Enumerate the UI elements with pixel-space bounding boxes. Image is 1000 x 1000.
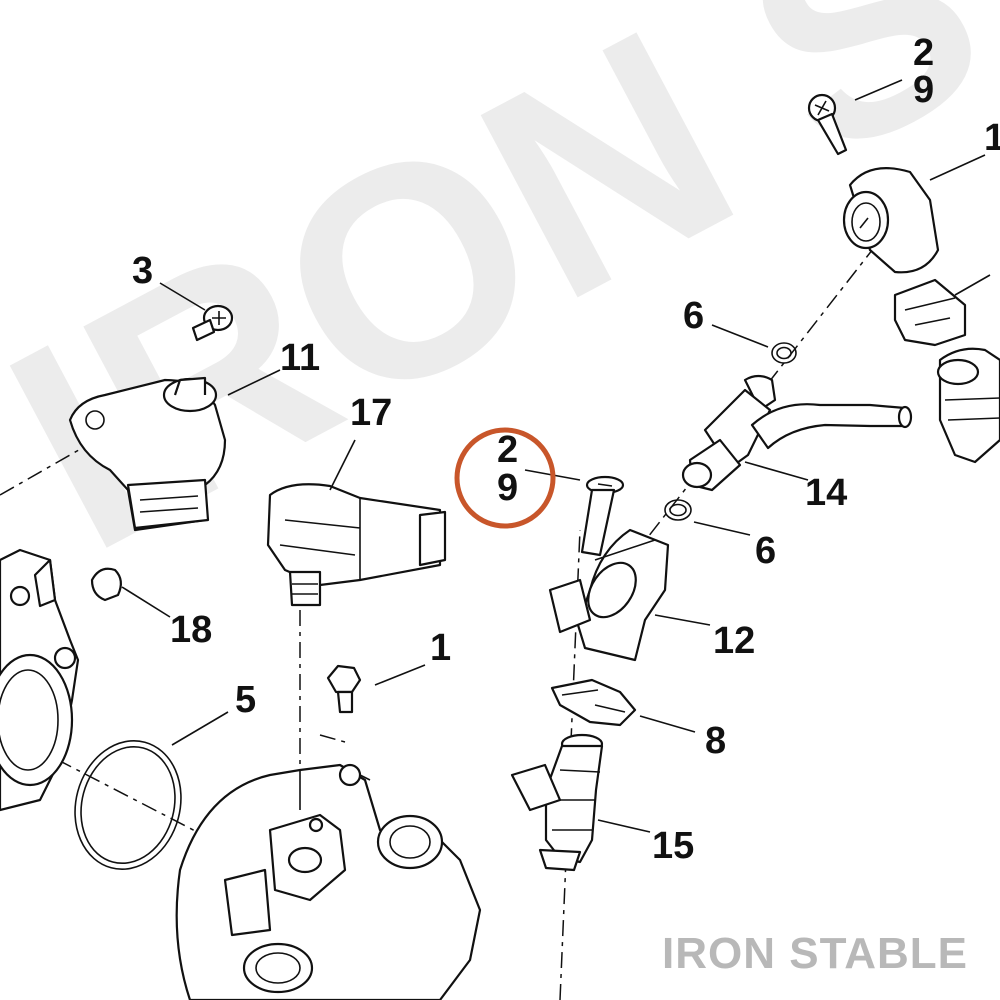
o-ring-6-lower xyxy=(664,499,692,521)
injector-cap-top-right xyxy=(842,167,940,274)
callout-9-top: 9 xyxy=(913,69,934,111)
clip-top-right xyxy=(893,278,967,347)
injector-cap-12 xyxy=(548,528,670,662)
injector-top-right xyxy=(936,347,1000,464)
injector-15 xyxy=(510,733,604,872)
callout-9-mid: 9 xyxy=(497,467,518,509)
callout-14: 14 xyxy=(805,472,847,514)
highlight-circle xyxy=(454,427,556,529)
callout-17: 17 xyxy=(350,392,392,434)
o-ring-6-upper xyxy=(771,342,797,364)
screw-3 xyxy=(191,304,234,342)
bolt-1 xyxy=(326,664,362,714)
callout-6-upper: 6 xyxy=(683,295,704,337)
callout-8: 8 xyxy=(705,720,726,762)
callout-labels: 2 9 1 3 11 17 2 9 6 14 6 12 18 1 5 8 15 xyxy=(132,32,1000,867)
callout-12: 12 xyxy=(713,620,755,662)
callout-3: 3 xyxy=(132,250,153,292)
screw-top-right xyxy=(807,93,848,156)
callout-2-mid: 2 xyxy=(497,429,518,471)
sensor-11 xyxy=(68,376,227,532)
intake-manifold xyxy=(175,763,482,1000)
callout-2-top: 2 xyxy=(913,32,934,74)
leader-lines xyxy=(121,79,991,833)
o-ring-5 xyxy=(74,739,182,871)
screw-mid xyxy=(580,475,625,557)
cap-18 xyxy=(90,567,122,602)
clip-8 xyxy=(550,678,637,727)
fuel-fitting-14 xyxy=(681,374,913,492)
throttle-body-left xyxy=(0,548,80,812)
callout-5: 5 xyxy=(235,679,256,721)
callout-1-mid: 1 xyxy=(430,627,451,669)
sensor-17 xyxy=(266,483,447,607)
watermark-brand: IRON STABLE xyxy=(662,929,968,978)
callout-1-top-right: 1 xyxy=(984,117,1000,159)
callout-11: 11 xyxy=(280,337,320,379)
callout-15: 15 xyxy=(652,825,694,867)
callout-6-lower: 6 xyxy=(755,530,776,572)
callout-18: 18 xyxy=(170,609,212,651)
